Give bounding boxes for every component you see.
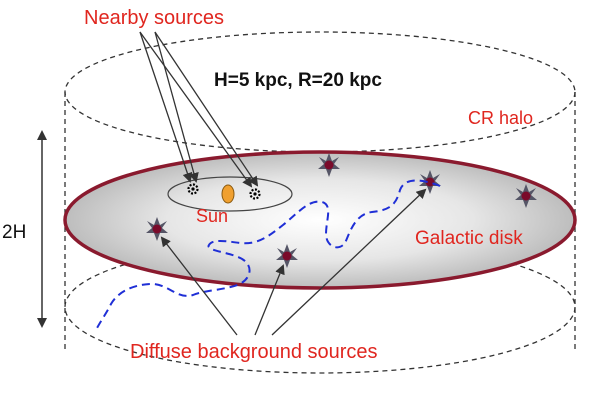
nearby-source-icon (187, 183, 199, 195)
params-label: H=5 kpc, R=20 kpc (214, 70, 382, 91)
galactic-disk-label: Galactic disk (415, 228, 523, 249)
diffusion-path (95, 179, 441, 331)
sun-label: Sun (196, 206, 228, 226)
galactic-disk (63, 150, 577, 290)
sun-icon (221, 184, 235, 204)
halo-top-ellipse (64, 31, 576, 153)
height-label: 2H (2, 222, 26, 243)
cr-halo-label: CR halo (468, 108, 533, 128)
diffuse-source-arrows (160, 188, 427, 336)
local-region-ellipse (167, 176, 293, 212)
nearby-source-icon (249, 188, 261, 200)
nearby-source-arrows (139, 31, 259, 188)
nearby-sources-label: Nearby sources (84, 7, 224, 29)
diffuse-sources-label: Diffuse background sources (130, 341, 378, 363)
